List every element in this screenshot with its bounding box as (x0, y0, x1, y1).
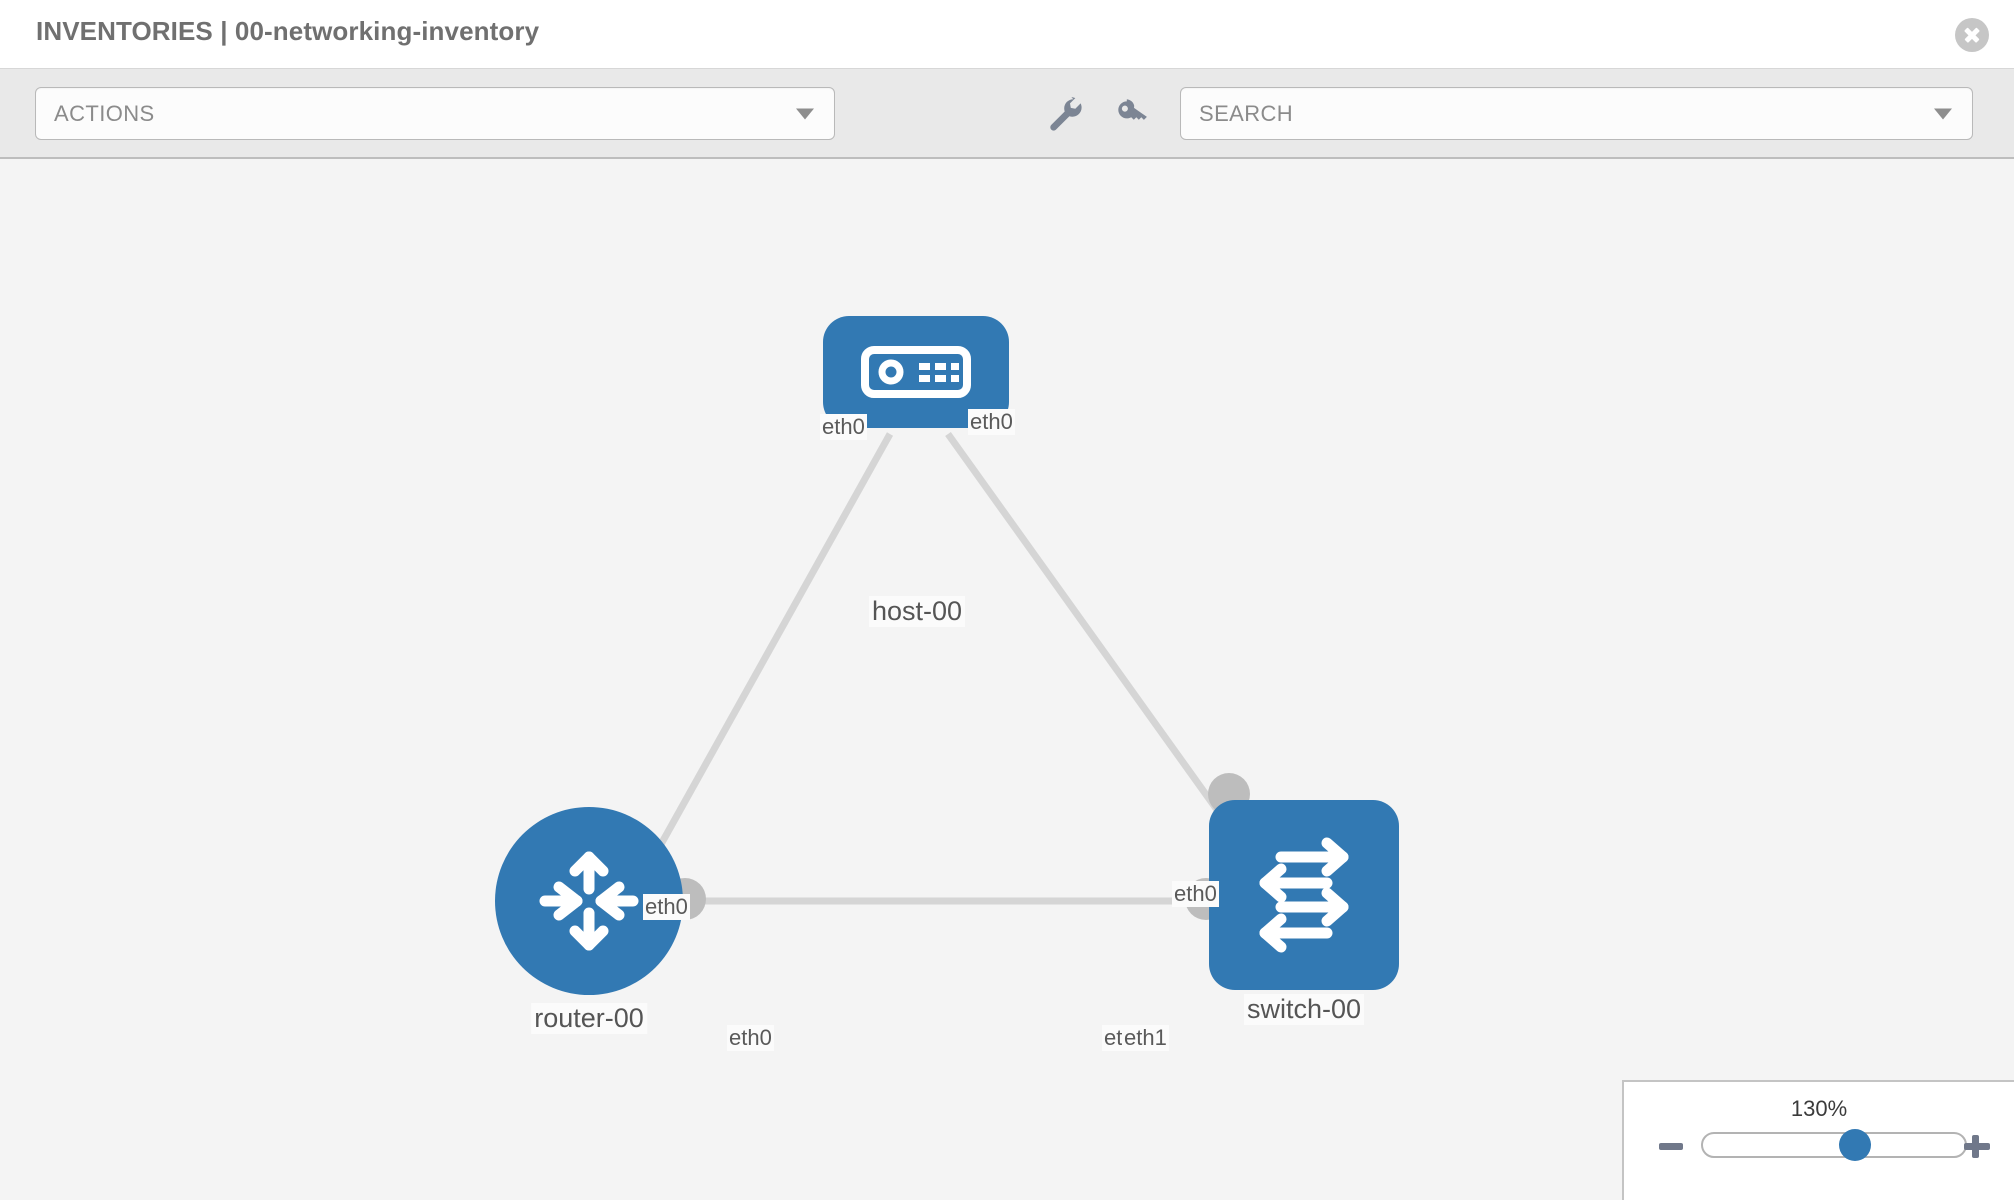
topology-canvas[interactable]: host-00 router-00 (0, 159, 2014, 1200)
chevron-down-icon (1934, 108, 1952, 119)
actions-dropdown-label: ACTIONS (54, 100, 155, 126)
search-placeholder: SEARCH (1199, 100, 1294, 126)
zoom-slider-thumb[interactable] (1838, 1129, 1871, 1161)
actions-dropdown[interactable]: ACTIONS (35, 87, 835, 140)
iface-label-router-right: eth0 (727, 1025, 774, 1051)
toolbar: ACTIONS SEARCH (0, 69, 2014, 159)
key-icon[interactable] (1112, 95, 1152, 135)
page-header: INVENTORIES | 00-networking-inventory (0, 0, 2014, 69)
node-switch-00[interactable]: switch-00 (1209, 800, 1399, 1025)
node-label-router-00: router-00 (531, 1003, 647, 1034)
iface-label-switch-left: eth1 (1122, 1025, 1169, 1051)
iface-label-host-left: eth0 (820, 414, 867, 440)
wrench-icon[interactable] (1046, 95, 1086, 135)
switch-node-shape (1209, 800, 1399, 990)
page-title: INVENTORIES | 00-networking-inventory (36, 16, 540, 46)
zoom-control-panel: 130% (1622, 1080, 2014, 1200)
zoom-in-button[interactable] (1962, 1131, 1992, 1161)
switch-icon (1259, 837, 1349, 953)
topology-edges (646, 431, 1248, 905)
node-label-host-00: host-00 (868, 596, 966, 627)
search-input[interactable]: SEARCH (1180, 87, 1973, 140)
close-icon[interactable] (1955, 18, 1989, 52)
iface-label-host-right: eth0 (968, 409, 1015, 435)
iface-label-router-up: eth0 (643, 894, 690, 920)
iface-label-switch-up: eth0 (1172, 881, 1219, 907)
node-router-00[interactable]: router-00 (495, 807, 683, 1034)
node-label-switch-00: switch-00 (1243, 994, 1365, 1025)
node-host-00[interactable]: host-00 (823, 316, 1009, 627)
zoom-out-button[interactable] (1656, 1131, 1686, 1161)
zoom-level-value: 130% (1790, 1096, 1848, 1121)
router-icon (539, 851, 639, 951)
chevron-down-icon (796, 108, 814, 119)
zoom-slider[interactable] (1701, 1129, 1967, 1161)
server-icon (861, 346, 971, 398)
